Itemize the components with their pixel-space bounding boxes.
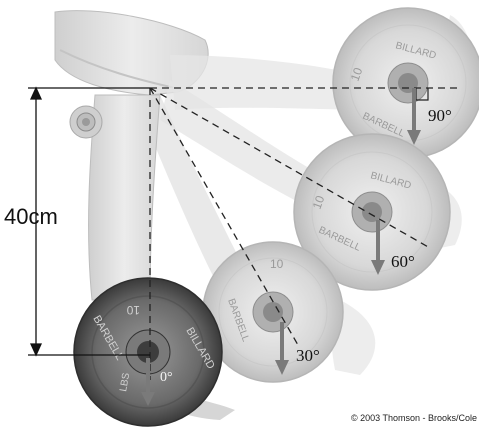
angle-label-90: 90° xyxy=(428,106,452,126)
plate-30-weight: 10 xyxy=(270,257,284,271)
copyright-credit: © 2003 Thomson - Brooks/Cole xyxy=(351,413,477,423)
angle-label-0: 0° xyxy=(160,370,173,386)
dimension-label: 40cm xyxy=(4,204,58,230)
angle-label-30: 30° xyxy=(296,346,320,366)
angle-label-60: 60° xyxy=(391,252,415,272)
elbow-joint-icon xyxy=(70,106,102,138)
plate-0-weight: 10 xyxy=(126,303,140,317)
